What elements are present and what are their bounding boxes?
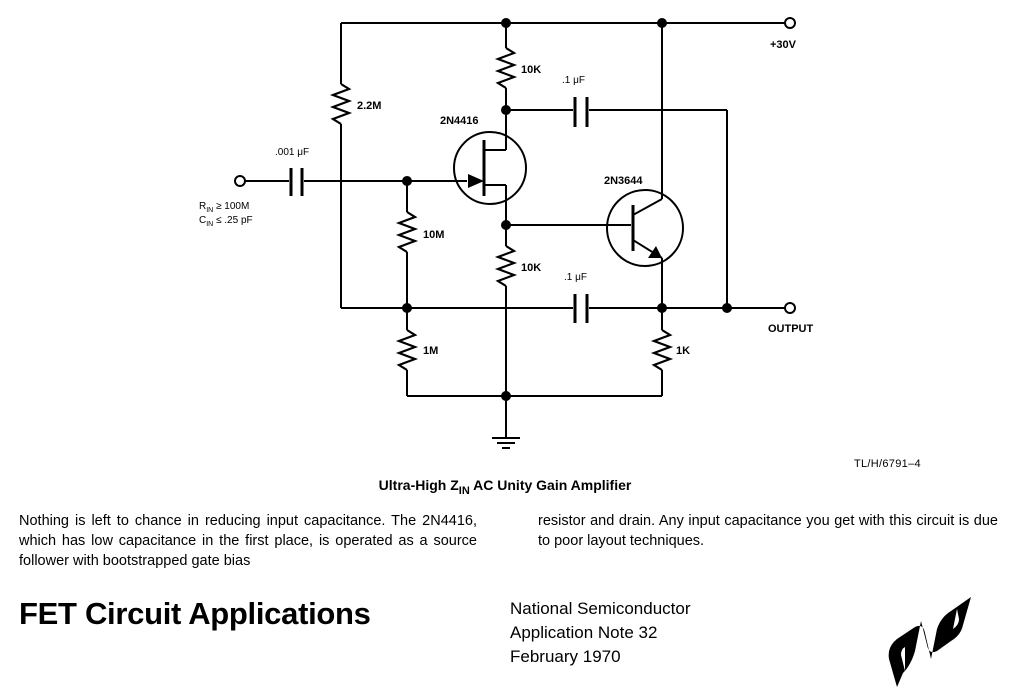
label-cap-top: .1 μF <box>562 75 585 86</box>
supply-terminal <box>784 17 796 29</box>
national-semiconductor-logo-icon <box>888 597 971 687</box>
bjt-emitter-arrow <box>648 246 662 258</box>
input-rin-spec: RIN ≥ 100M <box>199 201 249 214</box>
output-terminal <box>784 302 796 314</box>
fet-gate-arrow <box>468 174 484 188</box>
label-cap-input: .001 μF <box>275 147 309 158</box>
label-cap-bottom: .1 μF <box>564 272 587 283</box>
publication-info: National Semiconductor Application Note … <box>510 597 690 669</box>
input-terminal <box>234 175 246 187</box>
resistor-emitter-1k <box>650 329 674 371</box>
body-paragraph-left: Nothing is left to chance in reducing in… <box>19 513 477 569</box>
bjt-2n3644-symbol <box>606 189 684 267</box>
body-paragraph-right: resistor and drain. Any input capacitanc… <box>538 513 998 549</box>
label-2-2m: 2.2M <box>357 100 381 112</box>
label-1k: 1K <box>676 345 690 357</box>
document-title: FET Circuit Applications <box>19 596 371 631</box>
figure-caption: Ultra-High ZIN AC Unity Gain Amplifier <box>378 477 632 497</box>
resistor-source-10k <box>494 245 518 287</box>
label-drain-10k: 10K <box>521 64 541 76</box>
label-fet: 2N4416 <box>440 115 479 127</box>
application-note-number: Application Note 32 <box>510 623 658 642</box>
label-source-10k: 10K <box>521 262 541 274</box>
publisher-name: National Semiconductor <box>510 599 691 618</box>
resistor-1m <box>395 329 419 371</box>
label-bjt: 2N3644 <box>604 175 643 187</box>
resistor-gate-10m <box>395 211 419 253</box>
supply-label: +30V <box>770 39 797 51</box>
drawing-reference: TL/H/6791–4 <box>854 458 921 470</box>
output-label: OUTPUT <box>768 323 814 335</box>
junction-dots <box>402 18 732 401</box>
ground-symbol <box>492 437 520 449</box>
resistor-2-2m <box>329 83 353 125</box>
input-cin-spec: CIN ≤ .25 pF <box>199 215 253 228</box>
publication-date: February 1970 <box>510 647 621 666</box>
label-gate-10m: 10M <box>423 229 444 241</box>
label-1m: 1M <box>423 345 438 357</box>
fet-2n4416-symbol <box>453 131 527 205</box>
resistor-drain-10k <box>494 47 518 89</box>
